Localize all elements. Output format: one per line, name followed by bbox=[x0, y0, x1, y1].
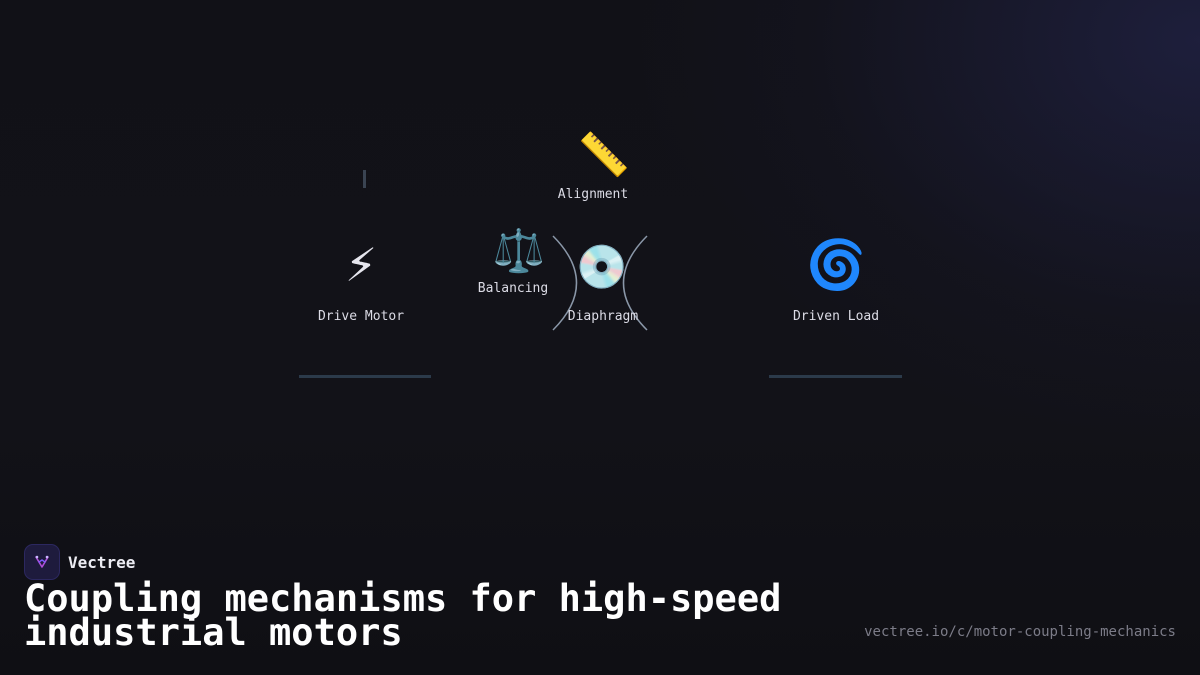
brand-name: Vectree bbox=[68, 552, 136, 572]
lightning-bolt-icon: ⚡ bbox=[344, 238, 378, 292]
disc-icon: 💿 bbox=[575, 242, 629, 291]
alignment-label: Alignment bbox=[557, 187, 629, 202]
ruler-icon: 📏 bbox=[577, 130, 631, 179]
diaphragm-label: Diaphragm bbox=[567, 309, 639, 324]
vectree-logo-icon bbox=[24, 544, 60, 580]
page-url[interactable]: vectree.io/c/motor-coupling-mechanics bbox=[864, 624, 1176, 640]
brand[interactable]: Vectree bbox=[24, 544, 135, 580]
spiral-icon: 🌀 bbox=[806, 237, 866, 293]
driven-load-label: Driven Load bbox=[792, 309, 880, 324]
diaphragm-left-arc bbox=[552, 235, 578, 331]
page-title: Coupling mechanisms for high-speed indus… bbox=[24, 577, 782, 654]
balancing-label: Balancing bbox=[477, 281, 549, 296]
diaphragm-right-arc bbox=[622, 235, 648, 331]
drive-motor-label: Drive Motor bbox=[317, 309, 405, 324]
balance-scale-icon: ⚖️ bbox=[492, 226, 546, 275]
